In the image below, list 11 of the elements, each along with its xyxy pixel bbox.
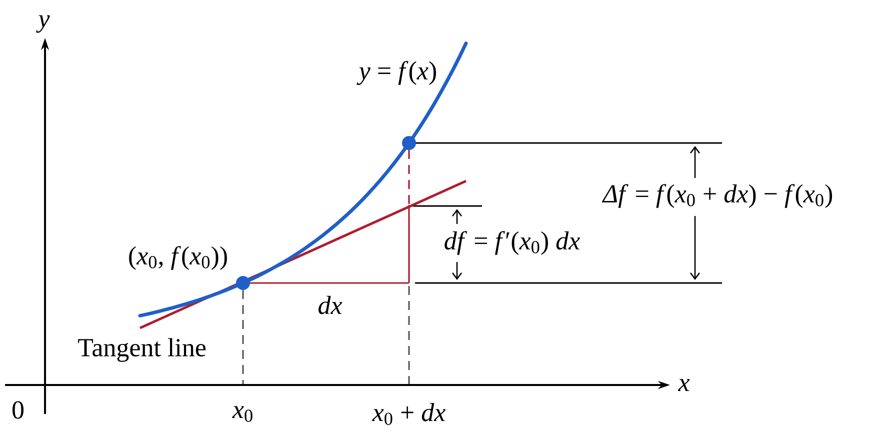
point-label: (x$_{0}$, f(x$_{0}$)) (129, 246, 227, 270)
origin-label: 0 (12, 401, 24, 419)
segment-label: dx (318, 296, 342, 314)
curve-label: y = f(x) (356, 61, 436, 85)
formula-label: Δf = f(x$_{0}$ + dx) − f(x$_{0}$) (602, 184, 832, 208)
tick-label: x$_{0}$ (232, 406, 252, 422)
tick-label: x$_{0}$ + dx (372, 403, 446, 425)
axis-label: x (678, 379, 690, 391)
axis-label: y (36, 15, 50, 33)
formula-label: df = f′(x$_{0}$) dx (444, 231, 580, 255)
tangent-label: Tangent line (78, 338, 206, 362)
